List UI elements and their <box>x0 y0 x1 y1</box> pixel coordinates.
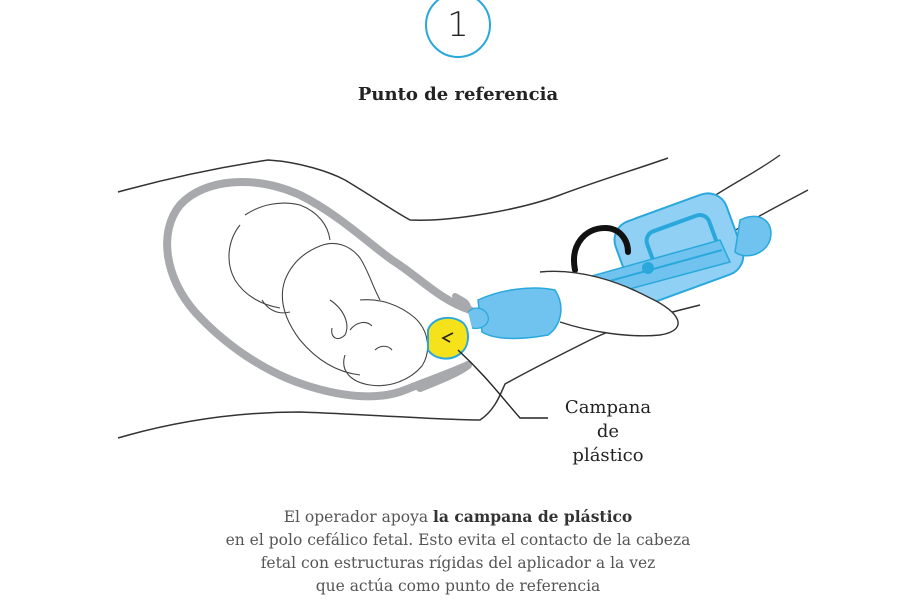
mother-body-outline-top <box>117 157 669 221</box>
mother-body-outline-bottom <box>117 304 701 439</box>
caption-line-4: que actúa como punto de referencia <box>315 577 601 595</box>
plastic-bell <box>427 316 469 360</box>
cervix-upper <box>452 293 471 311</box>
caption-line-1-bold: la campana de plástico <box>433 507 633 526</box>
caption-line-1: El operador apoya la campana de plástico <box>0 505 900 529</box>
caption-line-3: fetal con estructuras rígidas del aplica… <box>260 554 656 572</box>
callout-line-2: de plástico <box>572 421 644 466</box>
plastic-bell-callout: Campana de plástico <box>560 396 656 468</box>
lower-hand-glove <box>467 270 679 340</box>
caption-line-1-pre: El operador apoya <box>283 508 434 526</box>
step-number-badge: 1 <box>425 0 491 58</box>
caption: El operador apoya la campana de plástico… <box>0 505 900 598</box>
device-cable <box>571 224 631 273</box>
caption-line-2: en el polo cefálico fetal. Esto evita el… <box>225 531 691 549</box>
fetus <box>228 202 429 387</box>
callout-line-1: Campana <box>564 397 652 418</box>
step-number: 1 <box>447 5 469 45</box>
callout-leader <box>457 349 548 419</box>
diagram-title: Punto de referencia <box>357 84 559 105</box>
uterus-wall <box>163 178 474 401</box>
cervix-lower <box>416 361 472 392</box>
